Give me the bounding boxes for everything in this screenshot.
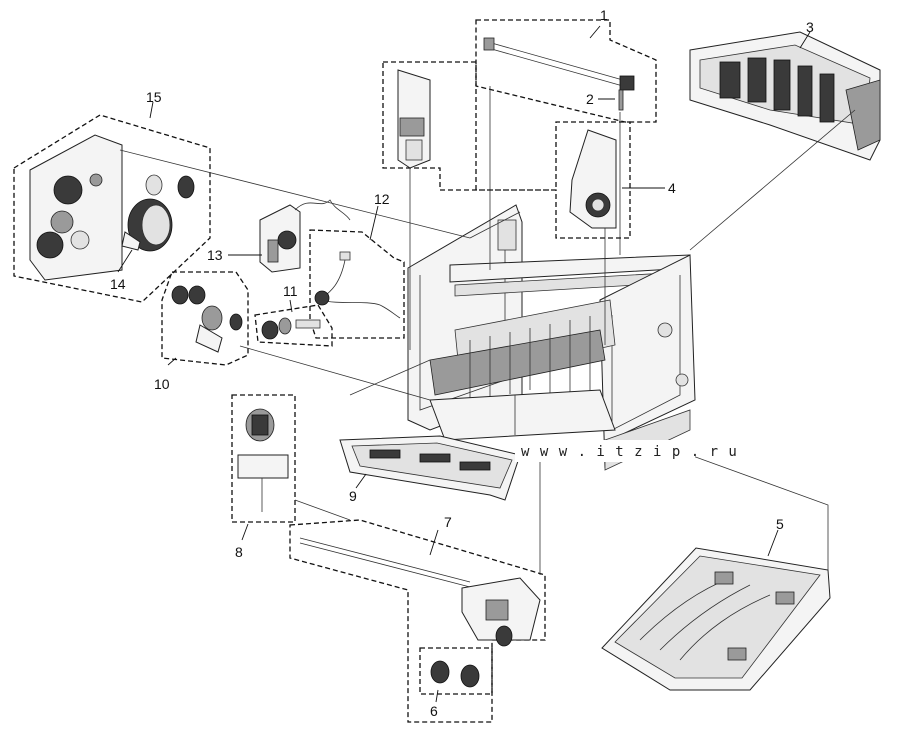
part-10-pickup-group: [161, 271, 431, 401]
part-13-sensor-assembly: [228, 199, 351, 273]
part-11-roller-group: [254, 299, 333, 347]
part-3-fuser-unit: [689, 31, 881, 251]
part-4-bracket-group: [382, 61, 665, 350]
label-part-6: 6: [430, 703, 438, 719]
label-part-9: 9: [349, 488, 357, 504]
label-part-13: 13: [207, 247, 223, 263]
part-1-roller-group: [475, 19, 657, 270]
label-part-8: 8: [235, 544, 243, 560]
part-15-drive-group: [13, 101, 471, 303]
part-12-harness-group: [309, 205, 405, 339]
watermark-box: w w w . i t z i p . r u: [515, 440, 738, 462]
label-part-3: 3: [806, 19, 814, 35]
watermark-text: w w w . i t z i p . r u: [521, 444, 738, 460]
label-part-2: 2: [586, 91, 594, 107]
part-9-paper-guide: [339, 435, 521, 501]
label-part-10: 10: [154, 376, 170, 392]
part-7-pickup-assembly-group: [289, 460, 546, 723]
part-number-labels: 1 2 3 4 5 6 7 8 9 10 11 12 13 14 15: [110, 7, 814, 719]
label-part-12: 12: [374, 191, 390, 207]
part-5-paper-tray: [601, 440, 831, 691]
label-part-5: 5: [776, 516, 784, 532]
label-part-11: 11: [283, 283, 298, 299]
main-frame: [407, 204, 696, 471]
part-8-separation-group: [231, 394, 351, 541]
label-part-14: 14: [110, 276, 126, 292]
label-part-15: 15: [146, 89, 162, 105]
label-part-4: 4: [668, 180, 676, 196]
label-part-1: 1: [600, 7, 608, 23]
label-part-7: 7: [444, 514, 452, 530]
